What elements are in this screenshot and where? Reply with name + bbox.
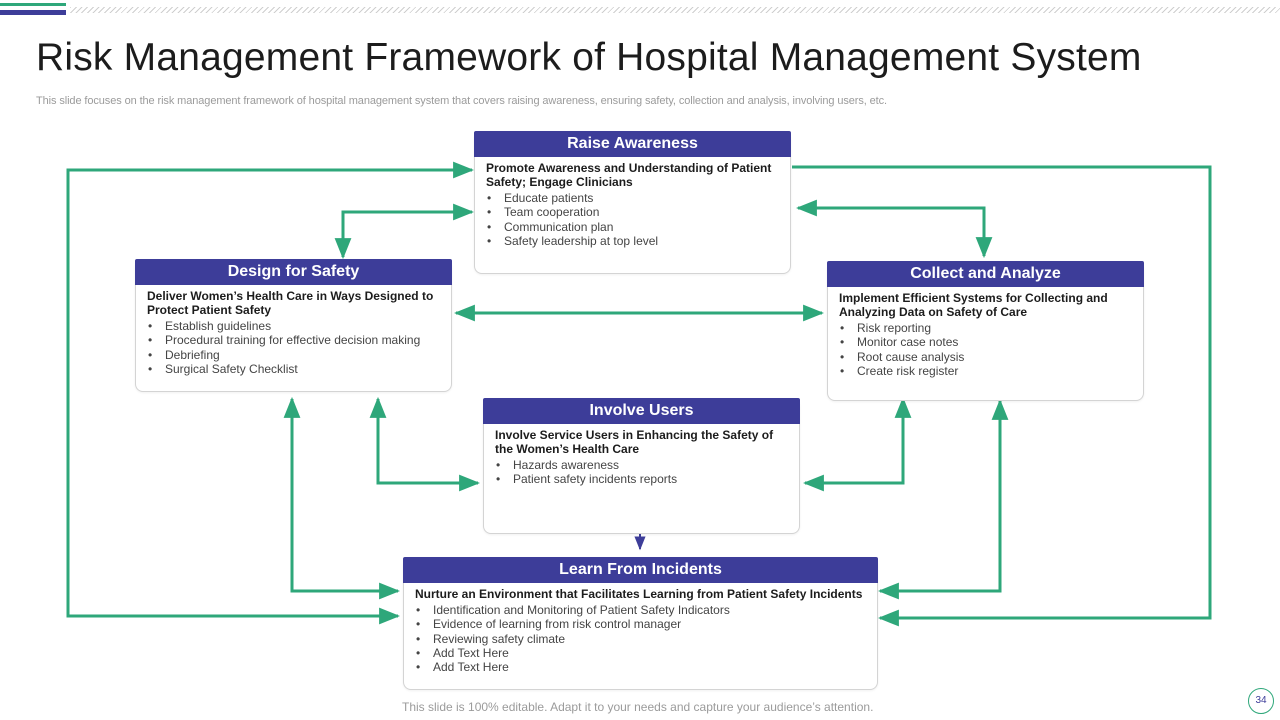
top-accent-blue-bar (0, 10, 66, 15)
top-hatch-divider (70, 7, 1280, 13)
connector-design-raise (334, 203, 475, 260)
learn-from-incidents-lead: Nurture an Environment that Facilitates … (415, 587, 863, 601)
raise-awareness-header: Raise Awareness (474, 131, 791, 157)
learn-from-incidents-item: Evidence of learning from risk control m… (415, 617, 867, 632)
footer-note: This slide is 100% editable. Adapt it to… (402, 700, 874, 714)
collect-and-analyze-item: Monitor case notes (839, 335, 1133, 350)
collect-and-analyze-header: Collect and Analyze (827, 261, 1144, 287)
design-for-safety-box: Design for Safety Deliver Women’s Health… (135, 259, 452, 392)
design-for-safety-item: Procedural training for effective decisi… (147, 333, 441, 348)
top-accent-green-bar (0, 3, 66, 6)
connector-design-involve (369, 396, 481, 492)
connector-collect-involve (802, 396, 912, 492)
connector-right-outer-loop (792, 165, 1212, 627)
page-number-badge: 34 (1248, 688, 1274, 714)
raise-awareness-lead: Promote Awareness and Understanding of P… (486, 161, 772, 189)
collect-and-analyze-lead: Implement Efficient Systems for Collecti… (839, 291, 1108, 319)
raise-awareness-item: Team cooperation (486, 205, 780, 220)
design-for-safety-item: Surgical Safety Checklist (147, 362, 441, 377)
involve-users-item: Hazards awareness (495, 458, 789, 473)
raise-awareness-item: Educate patients (486, 191, 780, 206)
involve-users-header: Involve Users (483, 398, 800, 424)
collect-and-analyze-box: Collect and Analyze Implement Efficient … (827, 261, 1144, 401)
connector-design-learn (283, 396, 401, 600)
design-for-safety-header: Design for Safety (135, 259, 452, 285)
learn-from-incidents-item: Reviewing safety climate (415, 632, 867, 647)
raise-awareness-item: Safety leadership at top level (486, 234, 780, 249)
slide-subtitle: This slide focuses on the risk managemen… (36, 95, 887, 107)
learn-from-incidents-item: Add Text Here (415, 660, 867, 675)
connector-raise-collect (795, 199, 993, 259)
learn-from-incidents-header: Learn From Incidents (403, 557, 878, 583)
connector-collect-learn (877, 398, 1009, 600)
collect-and-analyze-item: Create risk register (839, 364, 1133, 379)
design-for-safety-lead: Deliver Women’s Health Care in Ways Desi… (147, 289, 434, 317)
design-for-safety-item: Establish guidelines (147, 319, 441, 334)
raise-awareness-box: Raise Awareness Promote Awareness and Un… (474, 131, 791, 274)
learn-from-incidents-item: Identification and Monitoring of Patient… (415, 603, 867, 618)
connector-left-outer-loop (66, 161, 475, 625)
learn-from-incidents-box: Learn From Incidents Nurture an Environm… (403, 557, 878, 690)
raise-awareness-item: Communication plan (486, 220, 780, 235)
slide-title: Risk Management Framework of Hospital Ma… (36, 36, 1142, 79)
involve-users-box: Involve Users Involve Service Users in E… (483, 398, 800, 534)
collect-and-analyze-item: Risk reporting (839, 321, 1133, 336)
learn-from-incidents-item: Add Text Here (415, 646, 867, 661)
design-for-safety-item: Debriefing (147, 348, 441, 363)
involve-users-item: Patient safety incidents reports (495, 472, 789, 487)
involve-users-lead: Involve Service Users in Enhancing the S… (495, 428, 774, 456)
collect-and-analyze-item: Root cause analysis (839, 350, 1133, 365)
